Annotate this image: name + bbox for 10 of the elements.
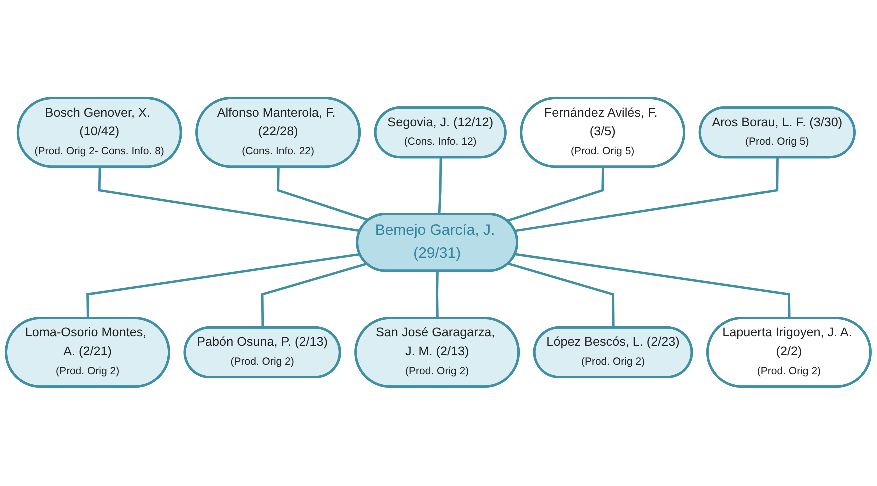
connector [86, 254, 360, 320]
connector [277, 168, 370, 222]
connector [98, 168, 361, 233]
connector [261, 263, 368, 329]
connector [508, 263, 615, 329]
connector [436, 272, 439, 320]
connector [515, 254, 791, 320]
connector [514, 158, 779, 233]
connector [438, 158, 442, 216]
connector [507, 168, 604, 223]
